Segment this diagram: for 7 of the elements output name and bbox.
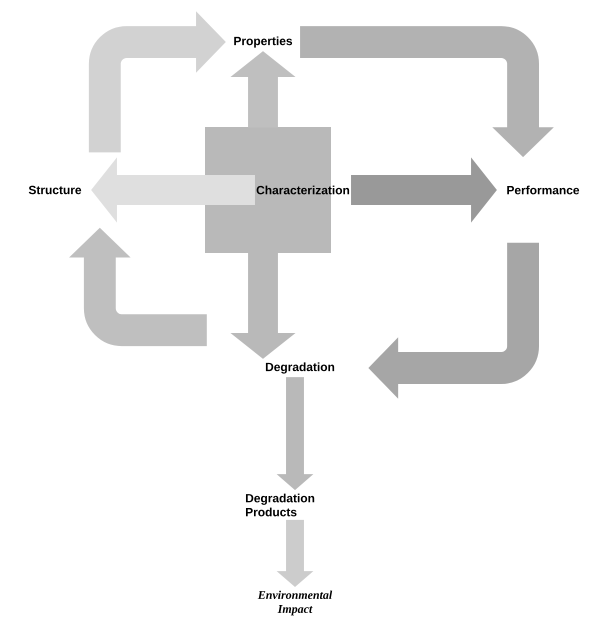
label-text: Performance bbox=[507, 186, 580, 194]
label-text: Properties bbox=[234, 36, 292, 48]
label-text: Degradation bbox=[266, 362, 334, 374]
label-text: Degradation Products bbox=[246, 494, 314, 516]
label-text: Environmental Impact bbox=[258, 590, 332, 616]
label-text: Structure bbox=[28, 186, 82, 194]
square-box: Characterization bbox=[205, 127, 350, 253]
